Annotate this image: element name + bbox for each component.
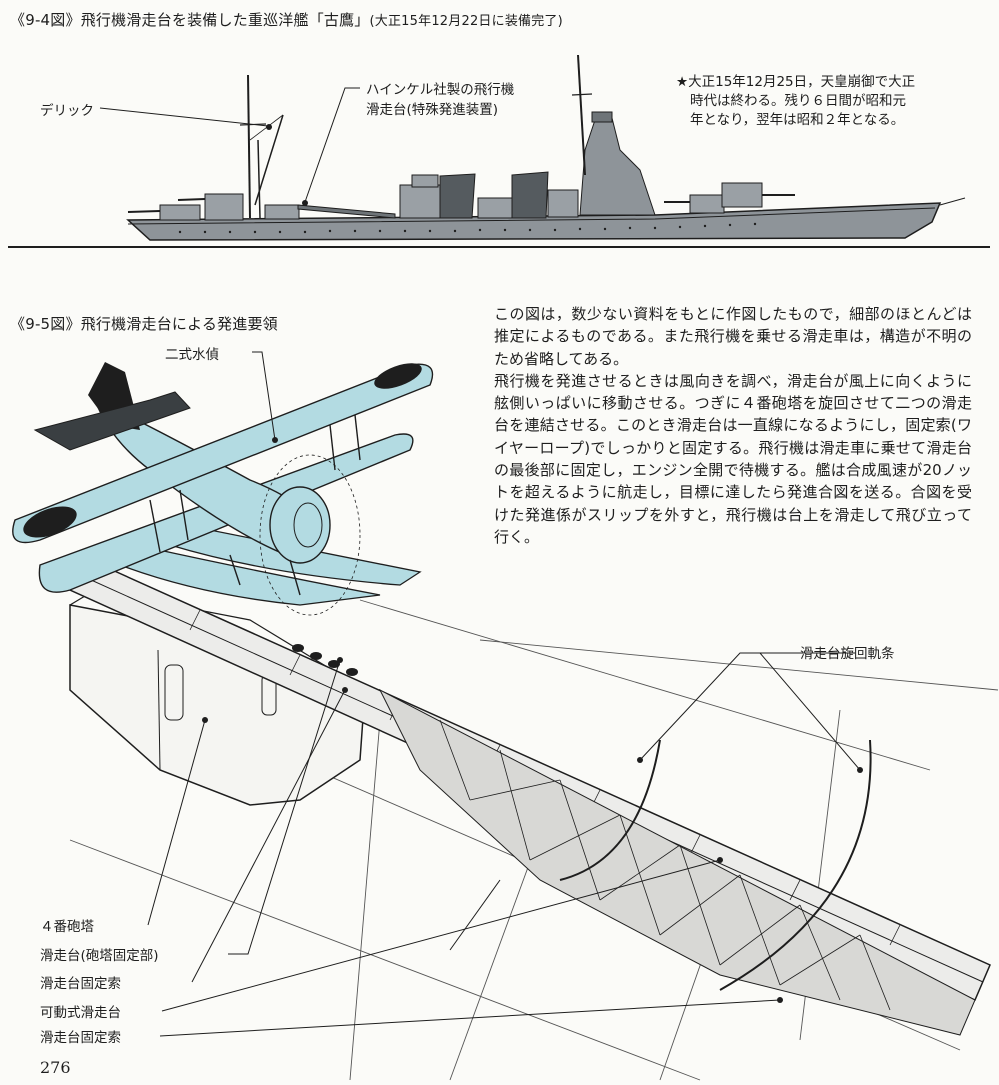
label-fixing-cable-2: 滑走台固定索 [40, 1030, 121, 1046]
label-turret-4: ４番砲塔 [40, 919, 94, 935]
label-movable-platform: 可動式滑走台 [40, 1005, 121, 1021]
fig95-leader-lines [147, 351, 861, 1037]
label-derrick: デリック [40, 103, 94, 119]
label-fixing-cable-1: 滑走台固定索 [40, 976, 121, 992]
catapult-perspective-illustration [12, 362, 999, 1081]
label-fixed-platform: 滑走台(砲塔固定部) [40, 948, 159, 964]
note-line-2: 時代は終わる。残り６日間が昭和元 [690, 93, 906, 109]
note-line-3: 年となり，翌年は昭和２年となる。 [690, 112, 905, 128]
label-catapult-line1: ハインケル社製の飛行機 [366, 82, 515, 98]
fig95-number: 《9-5図》 [10, 315, 81, 333]
label-plane: 二式水偵 [165, 347, 219, 363]
fig94-title: 飛行機滑走台を装備した重巡洋艦「古鷹」 [80, 11, 370, 29]
fig95-title: 飛行機滑走台による発進要領 [80, 315, 278, 333]
note-line-1: ★大正15年12月25日，天皇崩御で大正 [676, 74, 916, 90]
fig94-heading: 《9-4図》飛行機滑走台を装備した重巡洋艦「古鷹」(大正15年12月22日に装備… [10, 9, 563, 30]
leader-derrick [99, 107, 269, 127]
fig95-heading: 《9-5図》飛行機滑走台による発進要領 [10, 313, 278, 334]
ship-profile-illustration [8, 54, 990, 248]
page-number: 276 [40, 1058, 71, 1077]
fig94-number: 《9-4図》 [10, 11, 81, 29]
leader-catapult [304, 87, 360, 203]
description-paragraph-2: 飛行機を発進させるときは風向きを調べ，滑走台が風上に向くように舷側いっぱいに移動… [494, 371, 972, 546]
description-text: この図は，数少ない資料をもとに作図したもので，細部のほとんどは推定によるものであ… [494, 303, 972, 548]
fig94-subtitle: (大正15年12月22日に装備完了) [369, 14, 563, 29]
label-catapult-line2: 滑走台(特殊発進装置) [366, 102, 499, 118]
label-turn-rail: 滑走台旋回軌条 [800, 646, 895, 662]
fig94-note: ★大正15年12月25日，天皇崩御で大正 時代は終わる。残り６日間が昭和元 年と… [676, 73, 966, 130]
description-paragraph-1: この図は，数少ない資料をもとに作図したもので，細部のほとんどは推定によるものであ… [494, 305, 972, 368]
